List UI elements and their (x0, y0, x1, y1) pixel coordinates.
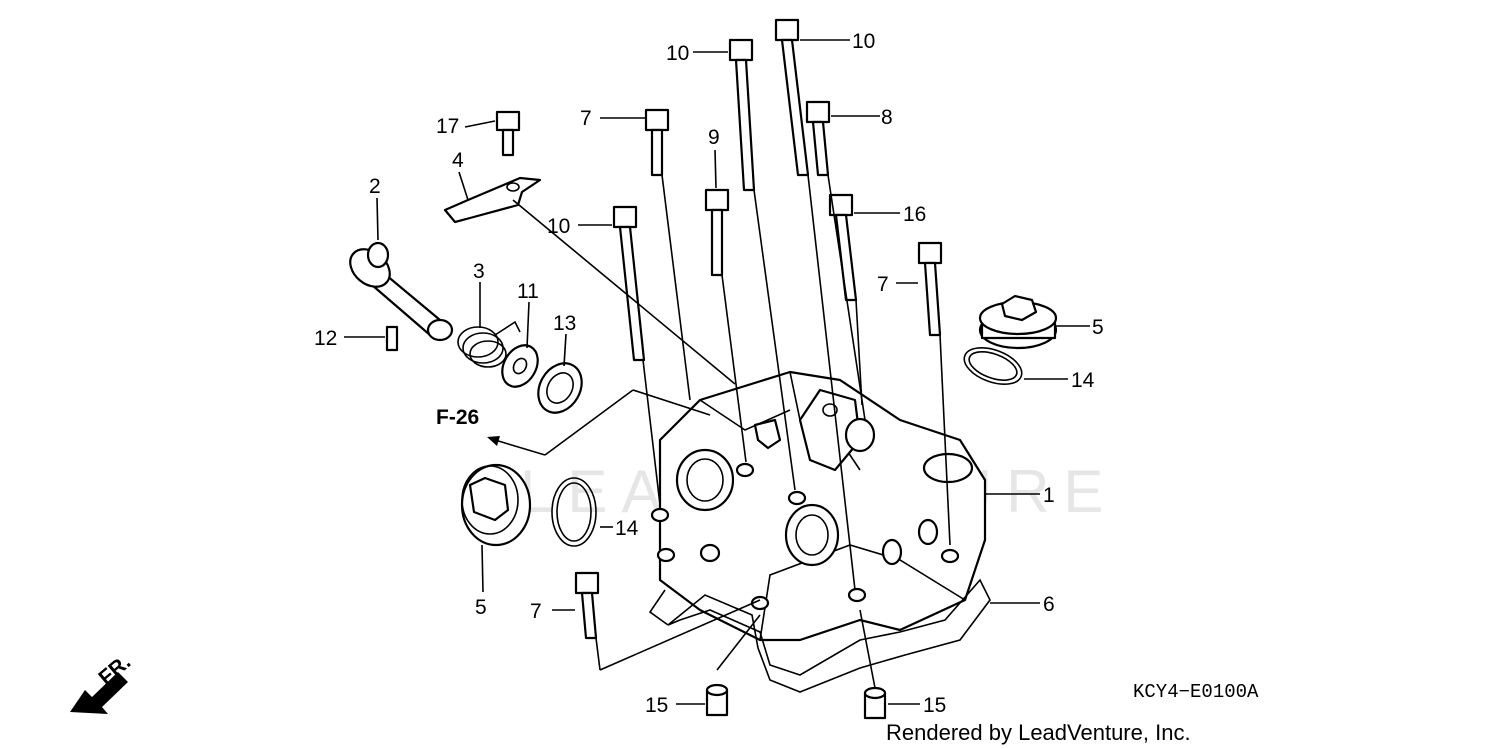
return-spring[interactable] (457, 320, 521, 368)
bolt-8[interactable] (805, 100, 831, 177)
callout-10-top-right[interactable]: 10 (852, 30, 875, 53)
callout-11[interactable]: 11 (517, 280, 539, 303)
cable-bracket[interactable] (443, 176, 542, 224)
bolt-9[interactable] (704, 188, 730, 277)
callout-7-upper[interactable]: 7 (580, 107, 592, 130)
callout-10-top-left[interactable]: 10 (666, 42, 689, 65)
bolt-7-right[interactable] (917, 241, 943, 337)
callout-7-right[interactable]: 7 (877, 273, 889, 296)
o-ring-upper[interactable] (959, 341, 1026, 392)
callout-5-upper[interactable]: 5 (1092, 316, 1104, 339)
o-ring-lower[interactable] (551, 477, 597, 547)
callout-3[interactable]: 3 (473, 260, 485, 283)
callout-1[interactable]: 1 (1043, 484, 1055, 507)
callout-13[interactable]: 13 (553, 312, 576, 335)
callout-12[interactable]: 12 (314, 327, 337, 350)
callout-15-left[interactable]: 15 (645, 694, 668, 717)
dowel-pin-right[interactable] (863, 686, 887, 720)
callout-9[interactable]: 9 (708, 126, 720, 149)
bearing[interactable] (530, 355, 591, 420)
cap-bolt-lower[interactable] (460, 463, 532, 547)
front-direction-arrow-icon (70, 672, 128, 714)
dowel-pin-left[interactable] (705, 683, 729, 717)
bolt-17[interactable] (495, 110, 521, 157)
render-credit: Rendered by LeadVenture, Inc. (886, 720, 1191, 745)
callout-15-right[interactable]: 15 (923, 694, 946, 717)
callout-16[interactable]: 16 (903, 203, 926, 226)
diagram-code: KCY4−E0100A (1133, 681, 1259, 703)
bolt-10-tall-b[interactable] (774, 18, 810, 177)
bolt-10-left[interactable] (612, 205, 646, 362)
callout-5-lower[interactable]: 5 (475, 596, 487, 619)
callout-17[interactable]: 17 (436, 115, 459, 138)
cap-bolt-upper[interactable] (978, 294, 1058, 350)
cylinder-head-cover[interactable] (650, 370, 987, 642)
callout-2[interactable]: 2 (369, 175, 381, 198)
bolt-7-upper-left[interactable] (644, 108, 670, 177)
head-cover-gasket[interactable] (667, 578, 991, 693)
callout-8[interactable]: 8 (881, 106, 893, 129)
callout-4[interactable]: 4 (452, 149, 464, 172)
pin[interactable] (385, 325, 399, 352)
washer[interactable] (495, 339, 545, 393)
bolt-7-lower[interactable] (574, 571, 600, 640)
decompressor-shaft[interactable] (343, 241, 454, 342)
callout-14-upper[interactable]: 14 (1071, 369, 1095, 392)
reference-f26[interactable]: F-26 (436, 406, 479, 429)
callout-14-lower[interactable]: 14 (615, 517, 639, 540)
callout-7-lower[interactable]: 7 (530, 600, 542, 623)
leader-lines (344, 39, 1090, 705)
callout-10-left[interactable]: 10 (547, 215, 570, 238)
front-direction-label: FR. (94, 650, 135, 689)
callout-6[interactable]: 6 (1043, 593, 1055, 616)
bolt-10-tall-a[interactable] (728, 38, 756, 192)
